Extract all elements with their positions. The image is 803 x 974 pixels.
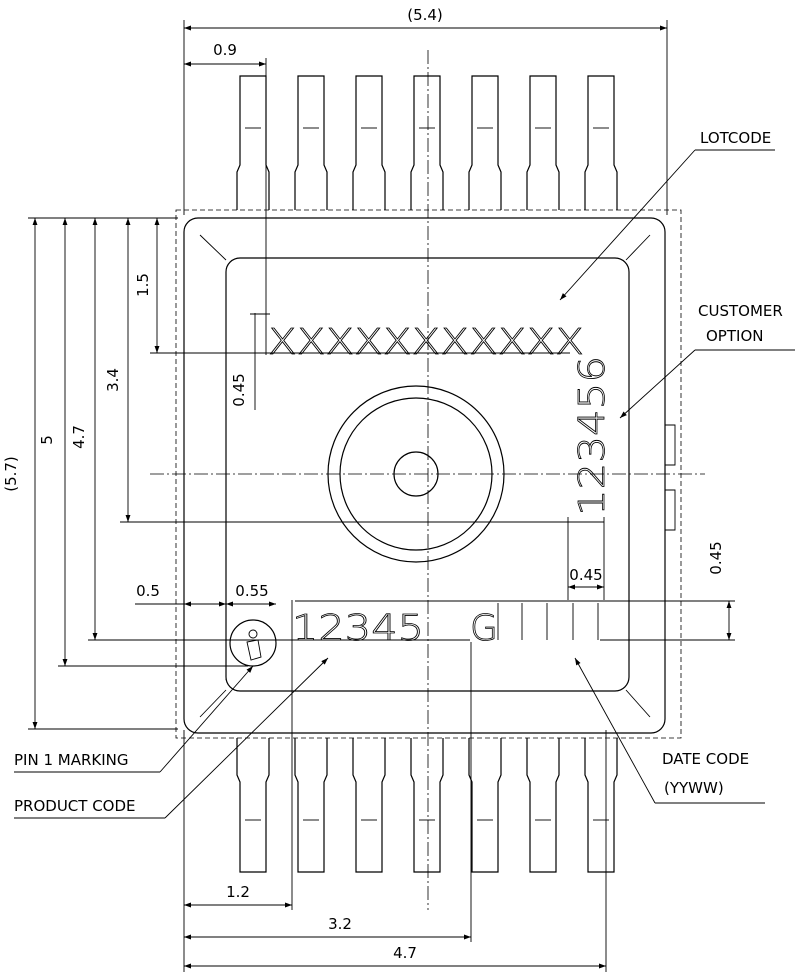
lot-row-offset-value: 1.5 <box>134 273 152 297</box>
customer-option-label-line2: OPTION <box>706 327 763 345</box>
dimension-center-offset: 3.4 <box>104 218 131 522</box>
date-end-value: 4.7 <box>393 944 417 962</box>
dimension-overall-width: (5.4) <box>183 6 668 215</box>
corner-chamfer <box>625 234 651 261</box>
pin1-marking-label: PIN 1 MARKING <box>14 751 129 769</box>
dimension-date-start: 3.2 <box>184 915 471 940</box>
lotcode-label: LOTCODE <box>700 129 771 147</box>
dimension-lot-row-offset: 1.5 <box>134 218 160 353</box>
customer-option-label-line1: CUSTOMER <box>698 302 783 320</box>
bottom-lead-1 <box>236 738 270 873</box>
top-lead-5 <box>468 75 502 210</box>
lead-offset-value: 0.9 <box>213 41 237 59</box>
callout-pin1-marking: PIN 1 MARKING <box>14 665 254 773</box>
callout-date-code: DATE CODE (YYWW) <box>574 657 765 804</box>
side-notch <box>665 424 676 466</box>
ejector-mark-center <box>393 451 439 497</box>
top-lead-1 <box>236 75 270 210</box>
dimension-overall-height: (5.7) <box>2 218 38 729</box>
pin1-x-value: 0.5 <box>136 582 160 600</box>
left-dimension-extensions <box>28 217 604 730</box>
date-code-label-line2: (YYWW) <box>664 779 724 797</box>
mold-cavity <box>225 257 630 692</box>
customer-option-marking: 123456 <box>572 356 613 516</box>
bottom-lead-4 <box>410 738 444 873</box>
date-code-label-line1: DATE CODE <box>662 750 749 768</box>
dimension-code-char-height: 0.45 <box>295 541 735 641</box>
dimension-code-row-offset: 4.7 <box>70 218 98 640</box>
callout-product-code: PRODUCT CODE <box>14 657 329 819</box>
bottom-dimension-extensions <box>183 600 607 972</box>
overall-width-value: (5.4) <box>407 6 443 24</box>
dimension-product-start: 1.2 <box>184 883 292 908</box>
dimension-pin1-offset: 5 <box>38 218 68 666</box>
overall-height-value: (5.7) <box>2 456 20 492</box>
dimension-date-end: 4.7 <box>184 944 606 969</box>
top-lead-2 <box>294 75 328 210</box>
package-body <box>150 50 705 910</box>
lot-char-height-value: 0.45 <box>230 373 248 406</box>
callout-lotcode: LOTCODE <box>559 129 775 301</box>
date-char-height-value: 0.45 <box>569 566 602 584</box>
corner-chamfer <box>199 234 227 261</box>
product-code-marking: 12345 <box>292 608 424 649</box>
code-char-height-value: 0.45 <box>707 541 725 574</box>
dimension-lot-char-height: 0.45 <box>230 313 270 410</box>
bottom-lead-6 <box>526 738 560 873</box>
ejector-mark-outer <box>327 385 505 563</box>
lotcode-marking: XXXXXXXXXXX <box>268 322 584 363</box>
dimension-date-char-height: 0.45 <box>567 517 605 600</box>
top-lead-3 <box>352 75 386 210</box>
code-row-offset-value: 4.7 <box>70 425 88 449</box>
top-lead-6 <box>526 75 560 210</box>
dimension-product-x: 0.55 <box>225 582 276 680</box>
generation-marking: G <box>470 608 498 649</box>
pin1-marker <box>229 619 277 667</box>
date-code-boxes <box>497 603 599 640</box>
callout-customer-option: CUSTOMER OPTION <box>619 302 795 419</box>
dimension-lead-offset: 0.9 <box>184 41 267 355</box>
corner-chamfer <box>199 689 227 718</box>
bottom-lead-2 <box>294 738 328 873</box>
bottom-lead-5 <box>468 738 502 873</box>
body-outline <box>183 217 666 734</box>
bottom-leads <box>236 738 618 873</box>
product-code-label: PRODUCT CODE <box>14 797 136 815</box>
bottom-lead-7 <box>584 738 618 873</box>
top-lead-4 <box>410 75 444 210</box>
center-offset-value: 3.4 <box>104 368 122 392</box>
product-x-value: 0.55 <box>235 582 268 600</box>
bottom-lead-3 <box>352 738 386 873</box>
top-lead-7 <box>584 75 618 210</box>
date-start-value: 3.2 <box>328 915 352 933</box>
side-notch <box>665 489 676 531</box>
top-leads <box>236 75 618 210</box>
dimension-pin1-x: 0.5 <box>135 582 226 607</box>
pin1-offset-value: 5 <box>38 435 56 445</box>
product-start-value: 1.2 <box>226 883 250 901</box>
ejector-mark-inner <box>339 397 493 551</box>
corner-chamfer <box>625 689 651 718</box>
